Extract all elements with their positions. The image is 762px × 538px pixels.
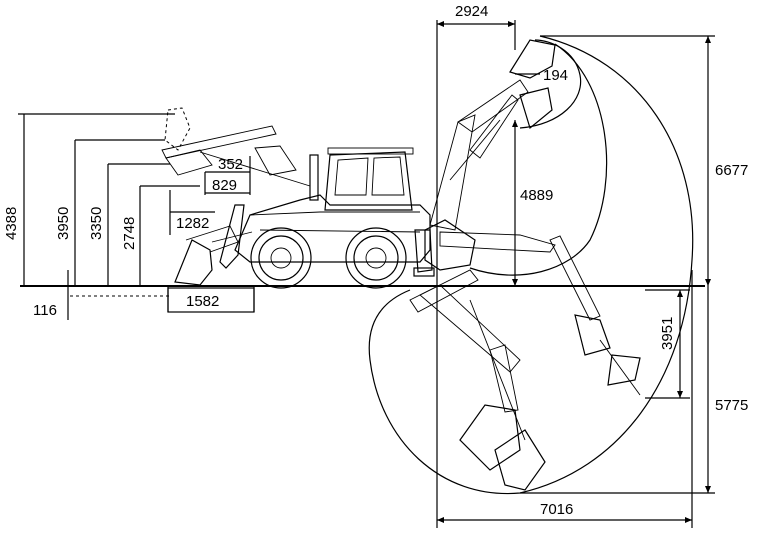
dim-total-height: 6677 [715, 162, 748, 179]
dim-load-height-2: 3950 [55, 207, 72, 240]
dim-max-reach: 7016 [540, 501, 573, 518]
dim-boom-height: 4889 [520, 187, 553, 204]
dim-load-height-3: 3350 [88, 207, 105, 240]
dump-reach-dimensions [169, 156, 251, 235]
dim-dump-reach-mid: 829 [212, 177, 237, 194]
dim-front-overhang: 1582 [186, 293, 219, 310]
backhoe-arm-positions [409, 39, 641, 491]
loader-height-dimensions [18, 113, 200, 320]
dim-load-height-max: 4388 [3, 207, 20, 240]
dim-trench-depth: 3951 [659, 317, 676, 350]
backhoe-dimension-lines [436, 20, 715, 528]
ground-line [20, 285, 705, 297]
dim-dump-reach-small: 352 [218, 156, 243, 173]
dim-dump-reach-large: 1282 [176, 215, 209, 232]
front-overhang-dimension [167, 286, 255, 313]
dim-dig-depth-below: 116 [33, 302, 57, 319]
dim-max-dig-depth: 5775 [715, 397, 748, 414]
dim-dump-height: 2748 [121, 217, 138, 250]
backhoe-reach-envelope [368, 35, 694, 495]
backhoe-loader-machine [161, 107, 435, 289]
dim-bucket-offset: 194 [543, 67, 568, 84]
dim-reach-top: 2924 [455, 3, 488, 20]
